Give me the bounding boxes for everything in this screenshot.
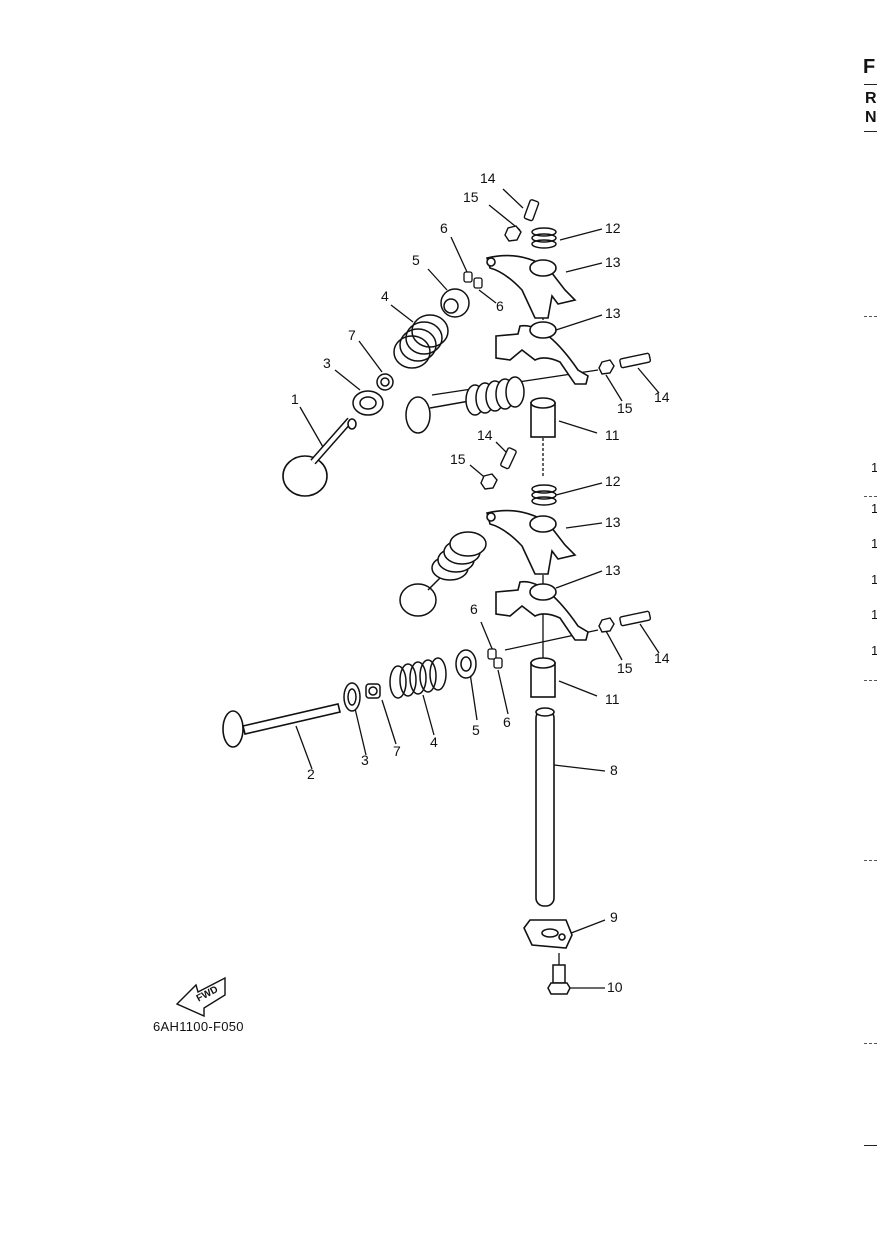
edge-dash — [864, 496, 877, 497]
spring-4-upper — [393, 314, 449, 369]
cotter-6-upper — [463, 271, 483, 289]
seal-7-upper — [376, 373, 394, 391]
callout-3: 3 — [361, 752, 369, 768]
collar-11-b — [530, 657, 556, 698]
callout-7: 7 — [348, 327, 356, 343]
edge-rule — [864, 84, 877, 85]
edge-digit: 1 — [871, 460, 877, 475]
callout-10: 10 — [607, 979, 623, 995]
callout-4: 4 — [430, 734, 438, 750]
screw-14-d — [619, 610, 652, 627]
nut-15-b — [598, 359, 615, 375]
callout-12: 12 — [605, 473, 621, 489]
callout-11: 11 — [605, 691, 620, 707]
callout-5: 5 — [412, 252, 420, 268]
callout-11: 11 — [605, 427, 620, 443]
spring-12-a — [531, 227, 557, 249]
callout-14: 14 — [477, 427, 493, 443]
edge-dash — [864, 680, 877, 681]
rocker-arm-13-b — [495, 321, 589, 385]
retainer-5-lower — [455, 649, 477, 679]
callout-15: 15 — [463, 189, 479, 205]
callout-14: 14 — [654, 389, 670, 405]
screw-14-b — [619, 352, 652, 369]
seal-7-lower — [365, 683, 381, 699]
rocker-arm-13-c — [486, 509, 577, 575]
callout-13: 13 — [605, 514, 621, 530]
edge-digit: 1 — [871, 536, 877, 551]
valve-assembly-upper-right — [405, 376, 525, 434]
valve-guide-lower — [343, 682, 361, 712]
collar-11-a — [530, 397, 556, 438]
valve-assembly-middle — [399, 531, 487, 617]
callout-12: 12 — [605, 220, 621, 236]
callout-14: 14 — [654, 650, 670, 666]
cotter-6-lower — [487, 648, 503, 669]
callout-3: 3 — [323, 355, 331, 371]
callout-15: 15 — [617, 660, 633, 676]
bolt-10 — [547, 964, 571, 995]
edge-letter-n: N — [865, 109, 877, 126]
callout-7: 7 — [393, 743, 401, 759]
callout-13: 13 — [605, 254, 621, 270]
nut-15-d — [598, 617, 615, 633]
screw-14-c — [500, 447, 517, 470]
rocker-arm-13-a — [485, 254, 577, 319]
callout-13: 13 — [605, 562, 621, 578]
retainer-5-upper — [440, 288, 470, 318]
callout-13: 13 — [605, 305, 621, 321]
edge-dash — [864, 860, 877, 861]
edge-dash — [864, 316, 877, 317]
push-rod-8 — [535, 707, 555, 907]
callout-5: 5 — [472, 722, 480, 738]
edge-digit: 1 — [871, 643, 877, 658]
edge-digit: 1 — [871, 572, 877, 587]
edge-letter-r: R — [865, 90, 877, 107]
callout-1: 1 — [291, 391, 299, 407]
edge-rule — [864, 131, 877, 132]
screw-14-a — [523, 199, 540, 222]
callout-9: 9 — [610, 909, 618, 925]
nut-15-c — [480, 473, 498, 490]
callout-labels: 14 15 12 13 6 6 5 4 7 3 1 13 14 15 11 14… — [291, 170, 670, 995]
edge-rule — [864, 1145, 877, 1146]
callout-2: 2 — [307, 766, 315, 782]
callout-6: 6 — [503, 714, 511, 730]
callout-14: 14 — [480, 170, 496, 186]
nut-15-a — [504, 225, 522, 242]
edge-digit: 1 — [871, 607, 877, 622]
callout-4: 4 — [381, 288, 389, 304]
edge-dash — [864, 1043, 877, 1044]
figure-code: 6AH1100-F050 — [153, 1019, 244, 1034]
rocker-arm-13-d — [495, 580, 589, 641]
edge-digit: 1 — [871, 501, 877, 516]
spring-4-lower — [389, 657, 447, 699]
callout-15: 15 — [450, 451, 466, 467]
valve-1-upper — [282, 417, 357, 497]
fwd-arrow-icon: FWD — [175, 976, 226, 1018]
callout-6: 6 — [470, 601, 478, 617]
plate-9 — [523, 919, 573, 949]
callout-15: 15 — [617, 400, 633, 416]
edge-letter-f: F — [863, 56, 876, 78]
valve-2-lower — [222, 703, 341, 748]
callout-8: 8 — [610, 762, 618, 778]
spring-12-b — [531, 484, 557, 506]
callout-6: 6 — [496, 298, 504, 314]
callout-6: 6 — [440, 220, 448, 236]
valve-guide-upper — [352, 390, 384, 416]
